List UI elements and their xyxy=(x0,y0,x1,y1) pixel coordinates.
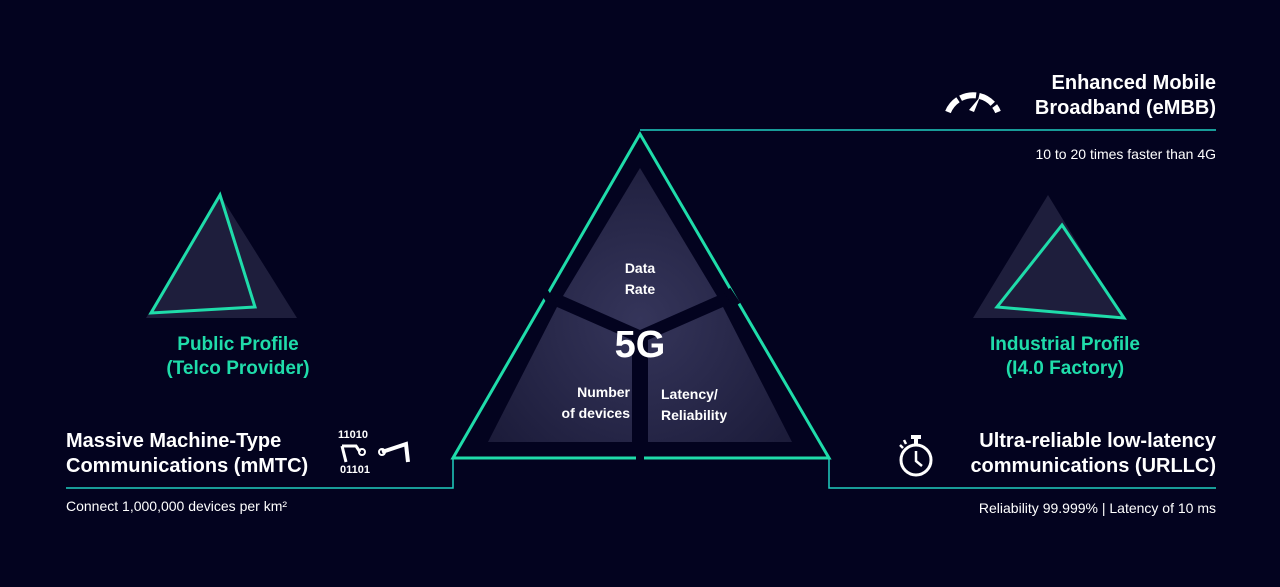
mmtc-icon-bits-bottom: 01101 xyxy=(340,464,370,476)
industrial-profile-triangle-icon xyxy=(973,195,1127,320)
embb-title-line1: Enhanced Mobile xyxy=(1051,72,1216,94)
industrial-profile-label: Industrial Profile (I4.0 Factory) xyxy=(965,333,1165,381)
mmtc-title: Massive Machine-Type Communications (mMT… xyxy=(66,429,308,479)
urllc-title-line2: communications (URLLC) xyxy=(970,455,1216,477)
embb-title: Enhanced Mobile Broadband (eMBB) xyxy=(1035,71,1216,121)
mmtc-connector-line xyxy=(66,458,454,489)
mmtc-description: Connect 1,000,000 devices per km² xyxy=(66,498,288,514)
urllc-description: Reliability 99.999% | Latency of 10 ms xyxy=(978,500,1216,516)
mmtc-icon-bits-top: 11010 xyxy=(338,429,368,441)
segment-number-of-devices: Number of devices xyxy=(530,382,630,424)
public-profile-line2: (Telco Provider) xyxy=(166,358,310,379)
segment-top-line2: Rate xyxy=(624,281,656,297)
speedometer-icon xyxy=(945,92,1001,114)
urllc-title-line1: Ultra-reliable low-latency xyxy=(979,430,1216,452)
urllc-connector-line xyxy=(828,458,1216,489)
urllc-title: Ultra-reliable low-latency communication… xyxy=(970,429,1216,479)
segment-right-line1: Latency/ xyxy=(661,386,718,402)
public-profile-line1: Public Profile xyxy=(177,334,299,355)
segment-data-rate: Data Rate xyxy=(590,258,690,300)
industrial-profile-line2: (I4.0 Factory) xyxy=(1005,358,1125,379)
embb-title-line2: Broadband (eMBB) xyxy=(1034,97,1216,119)
public-profile-triangle-icon xyxy=(146,191,297,318)
segment-latency-reliability: Latency/ Reliability xyxy=(661,384,761,426)
industrial-profile-line1: Industrial Profile xyxy=(990,334,1140,355)
mmtc-title-line1: Massive Machine-Type xyxy=(66,430,282,452)
central-triangle-segments xyxy=(488,168,792,442)
embb-description: 10 to 20 times faster than 4G xyxy=(1035,146,1216,162)
segment-left-line2: of devices xyxy=(561,405,630,421)
segment-top-line1: Data xyxy=(624,260,656,276)
public-profile-label: Public Profile (Telco Provider) xyxy=(138,333,338,381)
center-5g-label: 5G xyxy=(614,324,666,366)
robot-arm-binary-icon xyxy=(340,441,410,463)
segment-left-line1: Number xyxy=(577,384,630,400)
mmtc-title-line2: Communications (mMTC) xyxy=(66,455,309,477)
segment-right-line2: Reliability xyxy=(661,407,728,423)
stopwatch-icon xyxy=(899,435,933,477)
